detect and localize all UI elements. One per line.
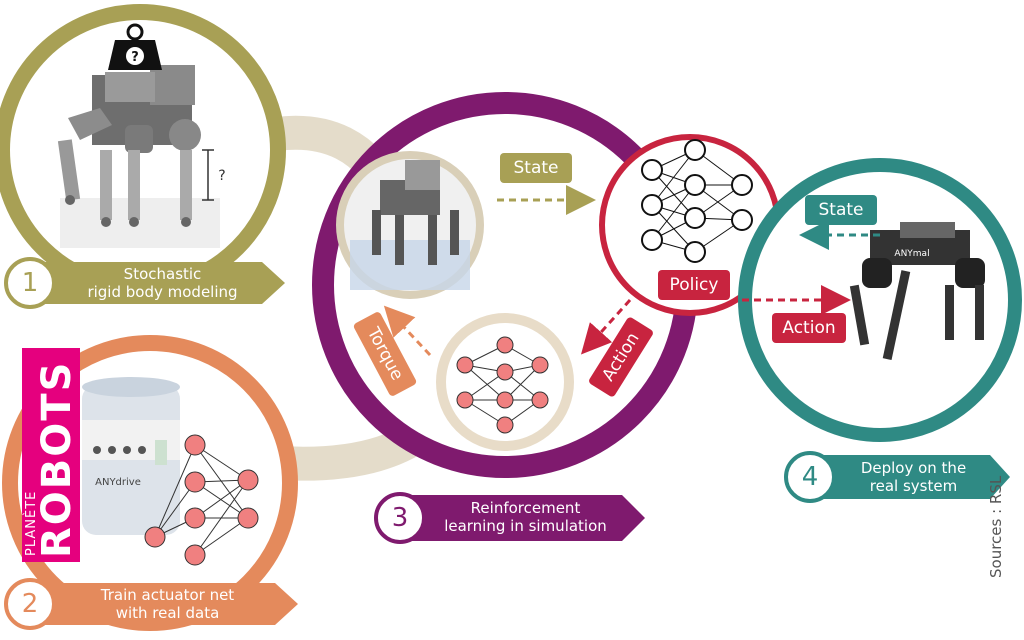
step3-label-line2: learning in simulation — [444, 517, 607, 535]
step3-label: Reinforcement learning in simulation — [428, 499, 623, 535]
actuator-brand-label: ANYdrive — [95, 477, 141, 488]
step2-label-line2: with real data — [115, 604, 220, 622]
actuator-net-sim-circle — [436, 313, 574, 451]
step4-number-circle — [784, 451, 836, 503]
step4-label: Deploy on the real system — [836, 459, 991, 495]
step4-number: 4 — [801, 462, 819, 492]
state-real-tag: State — [805, 195, 877, 225]
sim-net-icon — [456, 336, 549, 434]
step1-number: 1 — [21, 268, 39, 298]
step1-label-line2: rigid body modeling — [87, 283, 238, 301]
step1-label: Stochastic rigid body modeling — [60, 265, 265, 301]
step2-number: 2 — [21, 589, 39, 619]
rigid-body-robot-icon — [57, 65, 220, 248]
length-question-mark: ? — [218, 168, 225, 184]
actuator-icon — [82, 377, 180, 535]
policy-tag: Policy — [658, 270, 730, 300]
weight-icon — [108, 23, 162, 70]
step1-label-line1: Stochastic — [123, 265, 202, 283]
step3-banner — [395, 495, 645, 541]
torque-arrow — [383, 305, 432, 357]
step4-circle — [738, 158, 1022, 442]
step3-number: 3 — [391, 503, 409, 533]
step2-label: Train actuator net with real data — [60, 586, 275, 622]
actuator-net-icon — [144, 434, 259, 566]
step3-number-circle — [374, 492, 426, 544]
policy-net-icon — [641, 139, 753, 263]
robot-brand-label: ANYmal — [894, 249, 929, 259]
step2-label-line1: Train actuator net — [100, 586, 235, 604]
step3-label-line1: Reinforcement — [470, 499, 581, 517]
planete-robots-logo: PLANÈTE ROBOTS — [22, 348, 80, 562]
logo-big-text: ROBOTS — [34, 360, 80, 558]
step4-banner — [805, 455, 1010, 499]
step2-number-circle — [4, 578, 56, 630]
real-robot-icon — [849, 222, 985, 361]
weight-question-mark: ? — [131, 50, 139, 65]
step4-label-line1: Deploy on the — [860, 459, 967, 477]
source-credit: Sources : RSL — [987, 475, 1005, 578]
step1-banner — [25, 262, 285, 304]
state-sim-tag: State — [500, 153, 572, 183]
sim-robot-icon — [350, 160, 470, 290]
action-real-tag: Action — [772, 313, 846, 343]
step4-label-line2: real system — [869, 477, 958, 495]
step1-number-circle — [4, 257, 56, 309]
step2-banner — [25, 583, 298, 625]
